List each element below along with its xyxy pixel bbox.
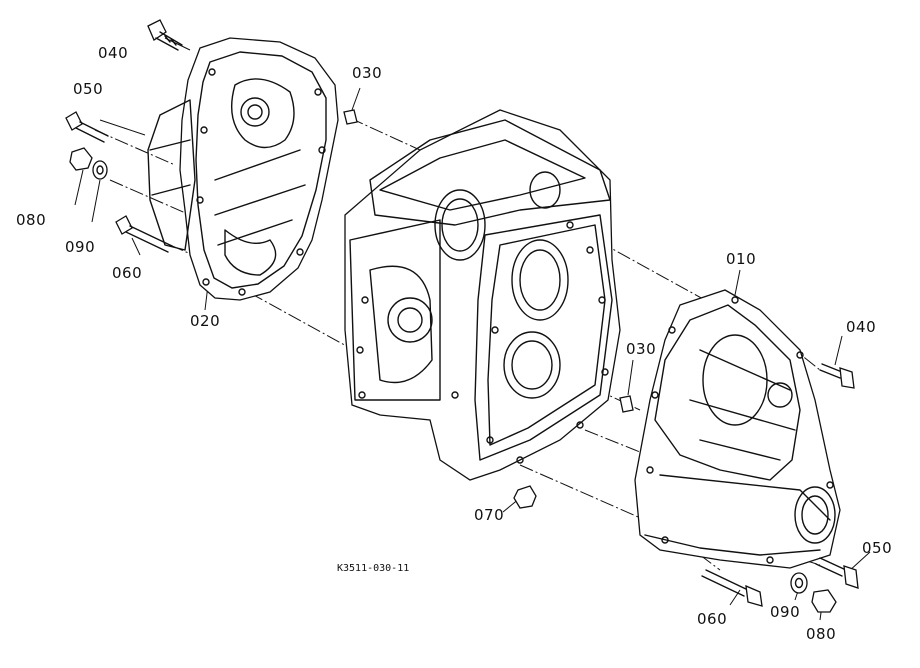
bolt-060-left <box>115 215 173 253</box>
callout-090-right: 090 <box>770 603 801 621</box>
callout-070: 070 <box>474 506 505 524</box>
callout-030-mid: 030 <box>626 340 657 358</box>
bolt-050-left <box>65 111 109 143</box>
pin-030-mid <box>619 395 634 413</box>
callout-020: 020 <box>190 312 221 330</box>
callout-040-right: 040 <box>846 318 877 336</box>
callout-080-right: 080 <box>806 625 837 643</box>
right-housing-010 <box>634 289 841 569</box>
left-cover-020 <box>147 37 339 301</box>
washer-090-left <box>92 160 108 180</box>
nut-080-left <box>69 147 93 171</box>
figure-code: K3511-030-11 <box>337 563 410 574</box>
callout-060-right: 060 <box>697 610 728 628</box>
nut-070 <box>513 485 537 509</box>
pin-030-top <box>343 109 358 125</box>
bolt-040-left <box>147 19 183 51</box>
transmission-case <box>344 109 621 481</box>
callout-090-left: 090 <box>65 238 96 256</box>
callout-050-right: 050 <box>862 539 893 557</box>
bolt-050-right <box>815 557 859 589</box>
callout-050-left: 050 <box>73 80 104 98</box>
callout-040-left: 040 <box>98 44 129 62</box>
callout-060-left: 060 <box>112 264 143 282</box>
bolt-060-right <box>701 569 763 607</box>
callout-010: 010 <box>726 250 757 268</box>
washer-090-right <box>790 572 808 594</box>
bolt-040-right <box>819 363 855 389</box>
callout-080-left: 080 <box>16 211 47 229</box>
callout-030-top: 030 <box>352 64 383 82</box>
nut-080-right <box>811 589 837 613</box>
